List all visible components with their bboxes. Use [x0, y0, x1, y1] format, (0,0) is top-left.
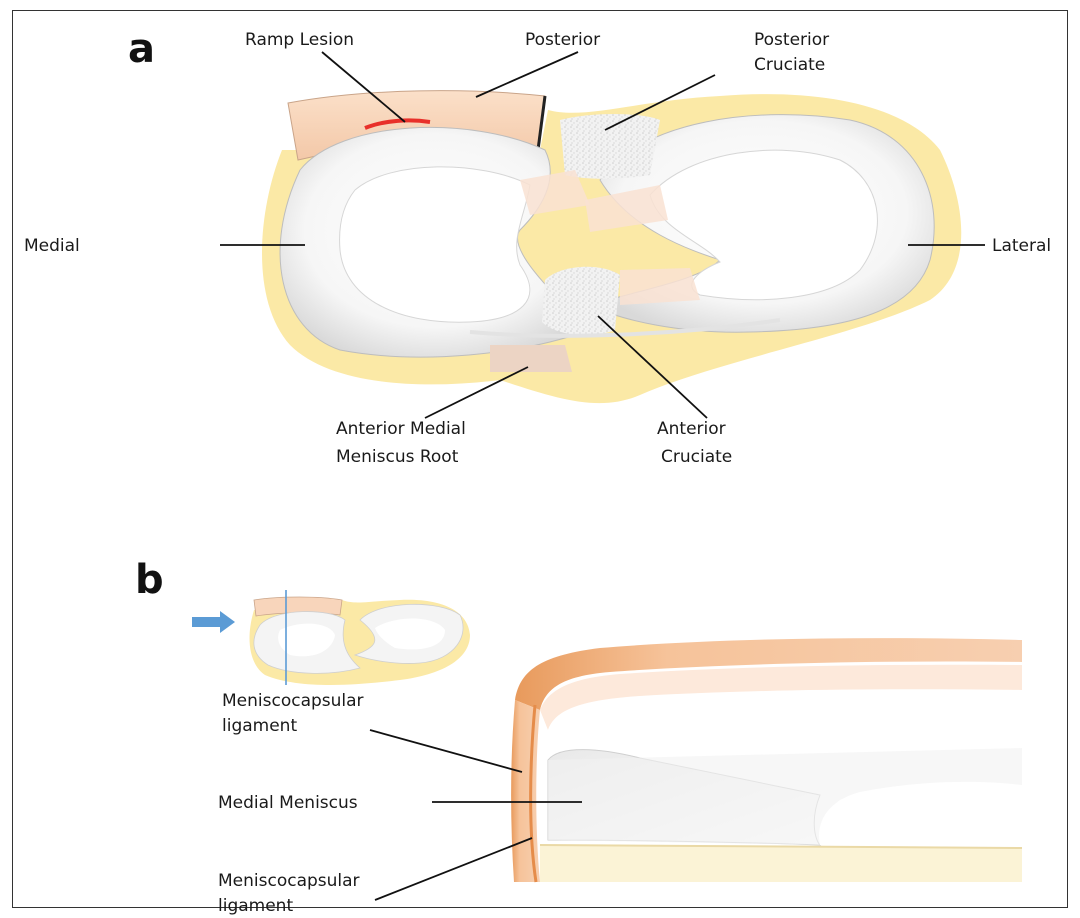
panel-b-letter: b	[135, 557, 164, 603]
label-meniscocapsular-bottom-2: ligament	[218, 896, 293, 916]
direction-arrow-icon	[192, 611, 235, 633]
label-meniscocapsular-bottom-1: Meniscocapsular	[218, 871, 360, 891]
posterior-cruciate-attachment	[560, 114, 660, 179]
label-anterior-medial-root-1: Anterior Medial	[336, 419, 466, 439]
label-posterior-cruciate-1: Posterior	[754, 30, 829, 50]
label-posterior-cruciate-2: Cruciate	[754, 55, 825, 75]
label-posterior: Posterior	[525, 30, 600, 50]
enlarged-section	[511, 638, 1022, 882]
label-meniscocapsular-top-1: Meniscocapsular	[222, 691, 364, 711]
label-medial: Medial	[24, 236, 80, 256]
orientation-thumbnail	[250, 590, 470, 685]
label-ramp-lesion: Ramp Lesion	[245, 30, 354, 50]
label-meniscocapsular-top-2: ligament	[222, 716, 297, 736]
panel-a-letter: a	[128, 26, 155, 72]
anterior-root-lateral	[620, 268, 700, 305]
label-lateral: Lateral	[992, 236, 1051, 256]
anterior-medial-root	[490, 345, 572, 372]
label-anterior-medial-root-2: Meniscus Root	[336, 447, 459, 467]
label-anterior-cruciate-2: Cruciate	[661, 447, 732, 467]
label-anterior-cruciate-1: Anterior	[657, 419, 726, 439]
label-medial-meniscus: Medial Meniscus	[218, 793, 358, 813]
meniscocapsular-top-leader	[370, 730, 522, 772]
posterior-leader	[476, 52, 578, 97]
meniscocapsular-bottom-leader	[375, 838, 532, 900]
